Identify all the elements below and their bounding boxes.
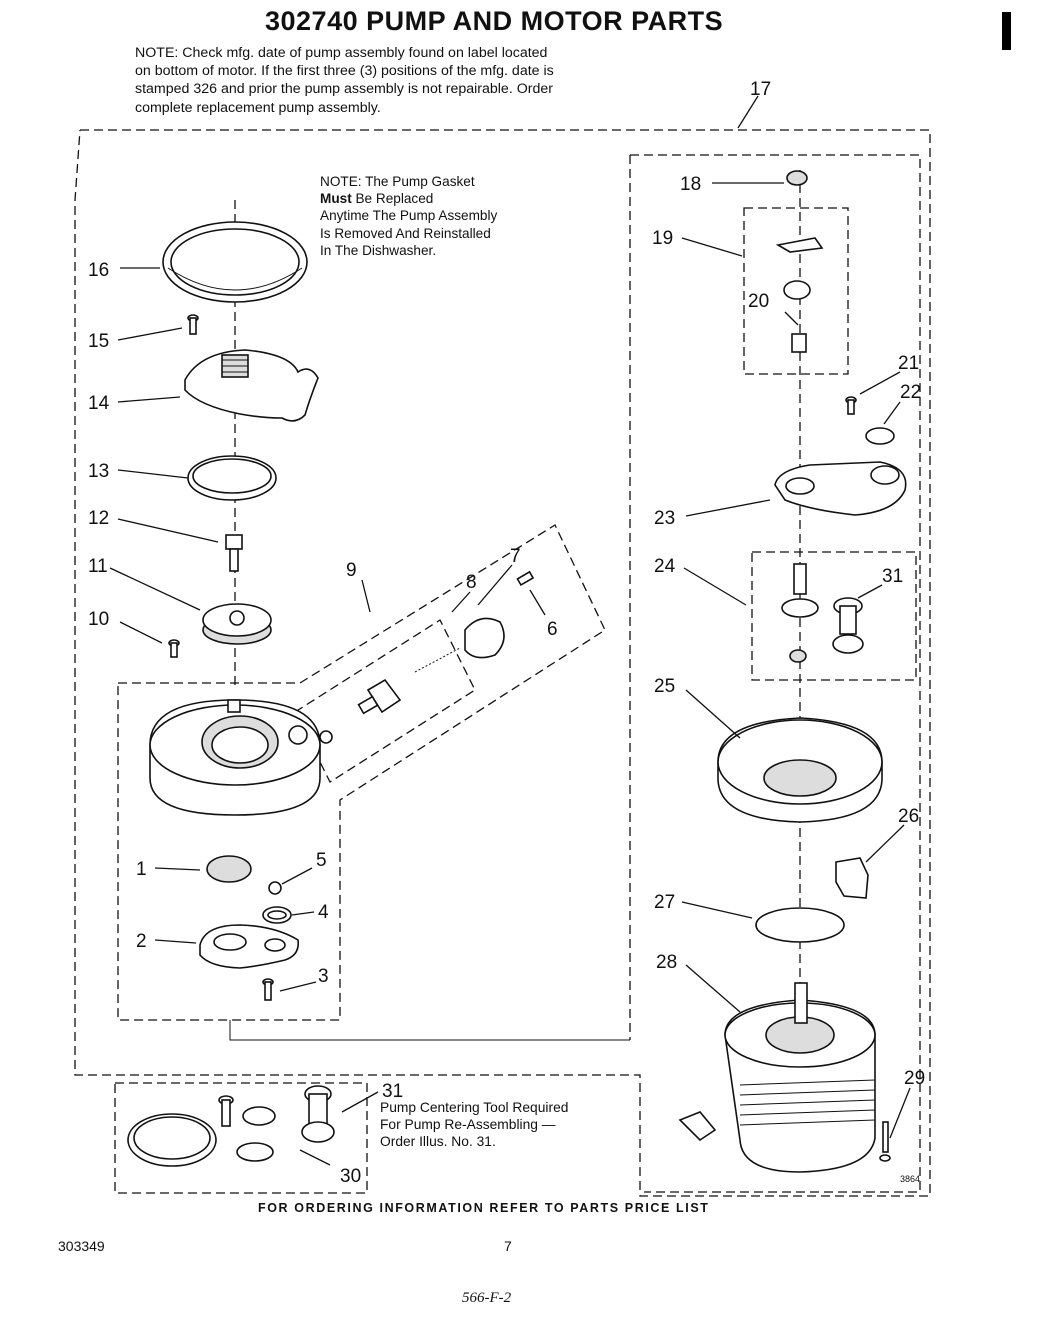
gasket-note-line: In The Dishwasher.: [320, 242, 437, 258]
assembly-boundary: [74, 129, 931, 1197]
disc-27: [755, 907, 845, 943]
motor-stack-boundary: [630, 154, 921, 1193]
check-valve-assembly: [319, 570, 535, 744]
screw-21: [845, 396, 857, 415]
screw-29: [879, 1121, 891, 1162]
ordering-info-footer: FOR ORDERING INFORMATION REFER TO PARTS …: [258, 1201, 710, 1215]
callout-1: 1: [136, 859, 147, 880]
document-number: 303349: [58, 1238, 105, 1254]
pump-gasket-ring: [162, 221, 308, 303]
callout-20: 20: [748, 291, 769, 312]
note-line: on bottom of motor. If the first three (…: [135, 63, 554, 80]
motor-28: [678, 982, 876, 1173]
callout-labels: 16 15 14 13 12 11 10 1 2 3 4 5 9 8 7 6 1…: [88, 79, 925, 1187]
callout-15: 15: [88, 331, 109, 352]
centering-note-line: For Pump Re-Assembling —: [380, 1116, 556, 1132]
callout-7: 7: [510, 546, 521, 567]
drawing-tag: 3864: [900, 1174, 921, 1184]
bracket-19: [775, 237, 824, 253]
callout-10: 10: [88, 609, 109, 630]
pump-group-boundary: [117, 524, 606, 1021]
repair-kit-30: [127, 1085, 335, 1167]
callout-26: 26: [898, 806, 919, 827]
gasket-4: [262, 906, 292, 924]
seal-20: [783, 280, 811, 353]
gasket-note-text: Be Replaced: [351, 191, 434, 207]
callout-16: 16: [88, 260, 109, 281]
screw-15: [187, 314, 199, 335]
mounting-plate-23: [774, 461, 907, 516]
mfg-date-note: NOTE: Check mfg. date of pump assembly f…: [135, 44, 680, 117]
bolt-12: [225, 534, 243, 572]
callout-9: 9: [346, 560, 357, 581]
callout-14: 14: [88, 393, 110, 414]
callout-2: 2: [136, 931, 147, 952]
callout-8: 8: [466, 572, 477, 593]
ball-5: [268, 881, 282, 895]
callout-12: 12: [88, 508, 109, 529]
centering-tool-31: [832, 597, 864, 654]
callout-17: 17: [750, 79, 771, 100]
callout-18: 18: [680, 174, 701, 195]
pump-gasket-note: NOTE: The Pump Gasket Must Be Replaced A…: [320, 173, 497, 259]
callout-31: 31: [882, 566, 903, 587]
callout-4: 4: [318, 902, 329, 923]
nut-18: [786, 170, 808, 186]
gasket-note-emphasis: Must: [320, 191, 352, 207]
page-number: 7: [504, 1238, 512, 1254]
gasket-note-line: Is Removed And Reinstalled: [320, 225, 491, 241]
impeller: [202, 603, 272, 645]
callout-21: 21: [898, 353, 919, 374]
gasket-22: [865, 427, 895, 445]
page-title: 302740 PUMP AND MOTOR PARTS: [265, 6, 724, 36]
motor-bracket-25: [717, 717, 883, 823]
screw-10: [168, 639, 180, 658]
callout-22: 22: [900, 382, 921, 403]
callout-27: 27: [654, 892, 675, 913]
callout-11: 11: [88, 556, 108, 577]
callout-23: 23: [654, 508, 675, 529]
callout-24: 24: [654, 556, 676, 577]
clip-26: [835, 857, 869, 899]
callout-19: 19: [652, 228, 673, 249]
callout-31-kit: 31: [382, 1081, 403, 1102]
shaft-coupling-24: [781, 563, 819, 663]
valve-group-boundary: [294, 619, 476, 783]
kit-box-30: [114, 1082, 368, 1194]
corner-mark: [1002, 12, 1011, 50]
group-box-19: [743, 207, 849, 375]
callout-3: 3: [318, 966, 329, 987]
leader-lines: [109, 95, 911, 1166]
pump-housing: [149, 699, 321, 816]
callout-30: 30: [340, 1166, 361, 1187]
handwritten-annotation: 566-F-2: [462, 1290, 512, 1306]
gasket-note-line: NOTE: The Pump Gasket: [320, 174, 475, 189]
group-box-24: [751, 551, 917, 681]
callout-5: 5: [316, 850, 327, 871]
gasket-note-line: Anytime The Pump Assembly: [320, 208, 498, 224]
callout-6: 6: [547, 619, 558, 640]
callout-28: 28: [656, 952, 677, 973]
callout-29: 29: [904, 1068, 925, 1089]
note-line: complete replacement pump assembly.: [135, 99, 381, 116]
boundary-line: [229, 1020, 630, 1041]
centering-note-line: Order Illus. No. 31.: [380, 1133, 496, 1149]
note-line: NOTE: Check mfg. date of pump assembly f…: [135, 45, 548, 61]
screw-3: [262, 978, 274, 1001]
note-line: stamped 326 and prior the pump assembly …: [135, 81, 553, 98]
filter-screen: [206, 855, 252, 883]
pump-cover: [184, 349, 319, 422]
centering-tool-note: Pump Centering Tool Required For Pump Re…: [380, 1100, 568, 1150]
callout-13: 13: [88, 461, 109, 482]
pump-base: [199, 924, 300, 969]
callout-25: 25: [654, 676, 675, 697]
centering-note-line: Pump Centering Tool Required: [380, 1100, 569, 1115]
o-ring-13: [187, 455, 277, 501]
gasket-note-line: Must Be Replaced: [320, 190, 497, 207]
